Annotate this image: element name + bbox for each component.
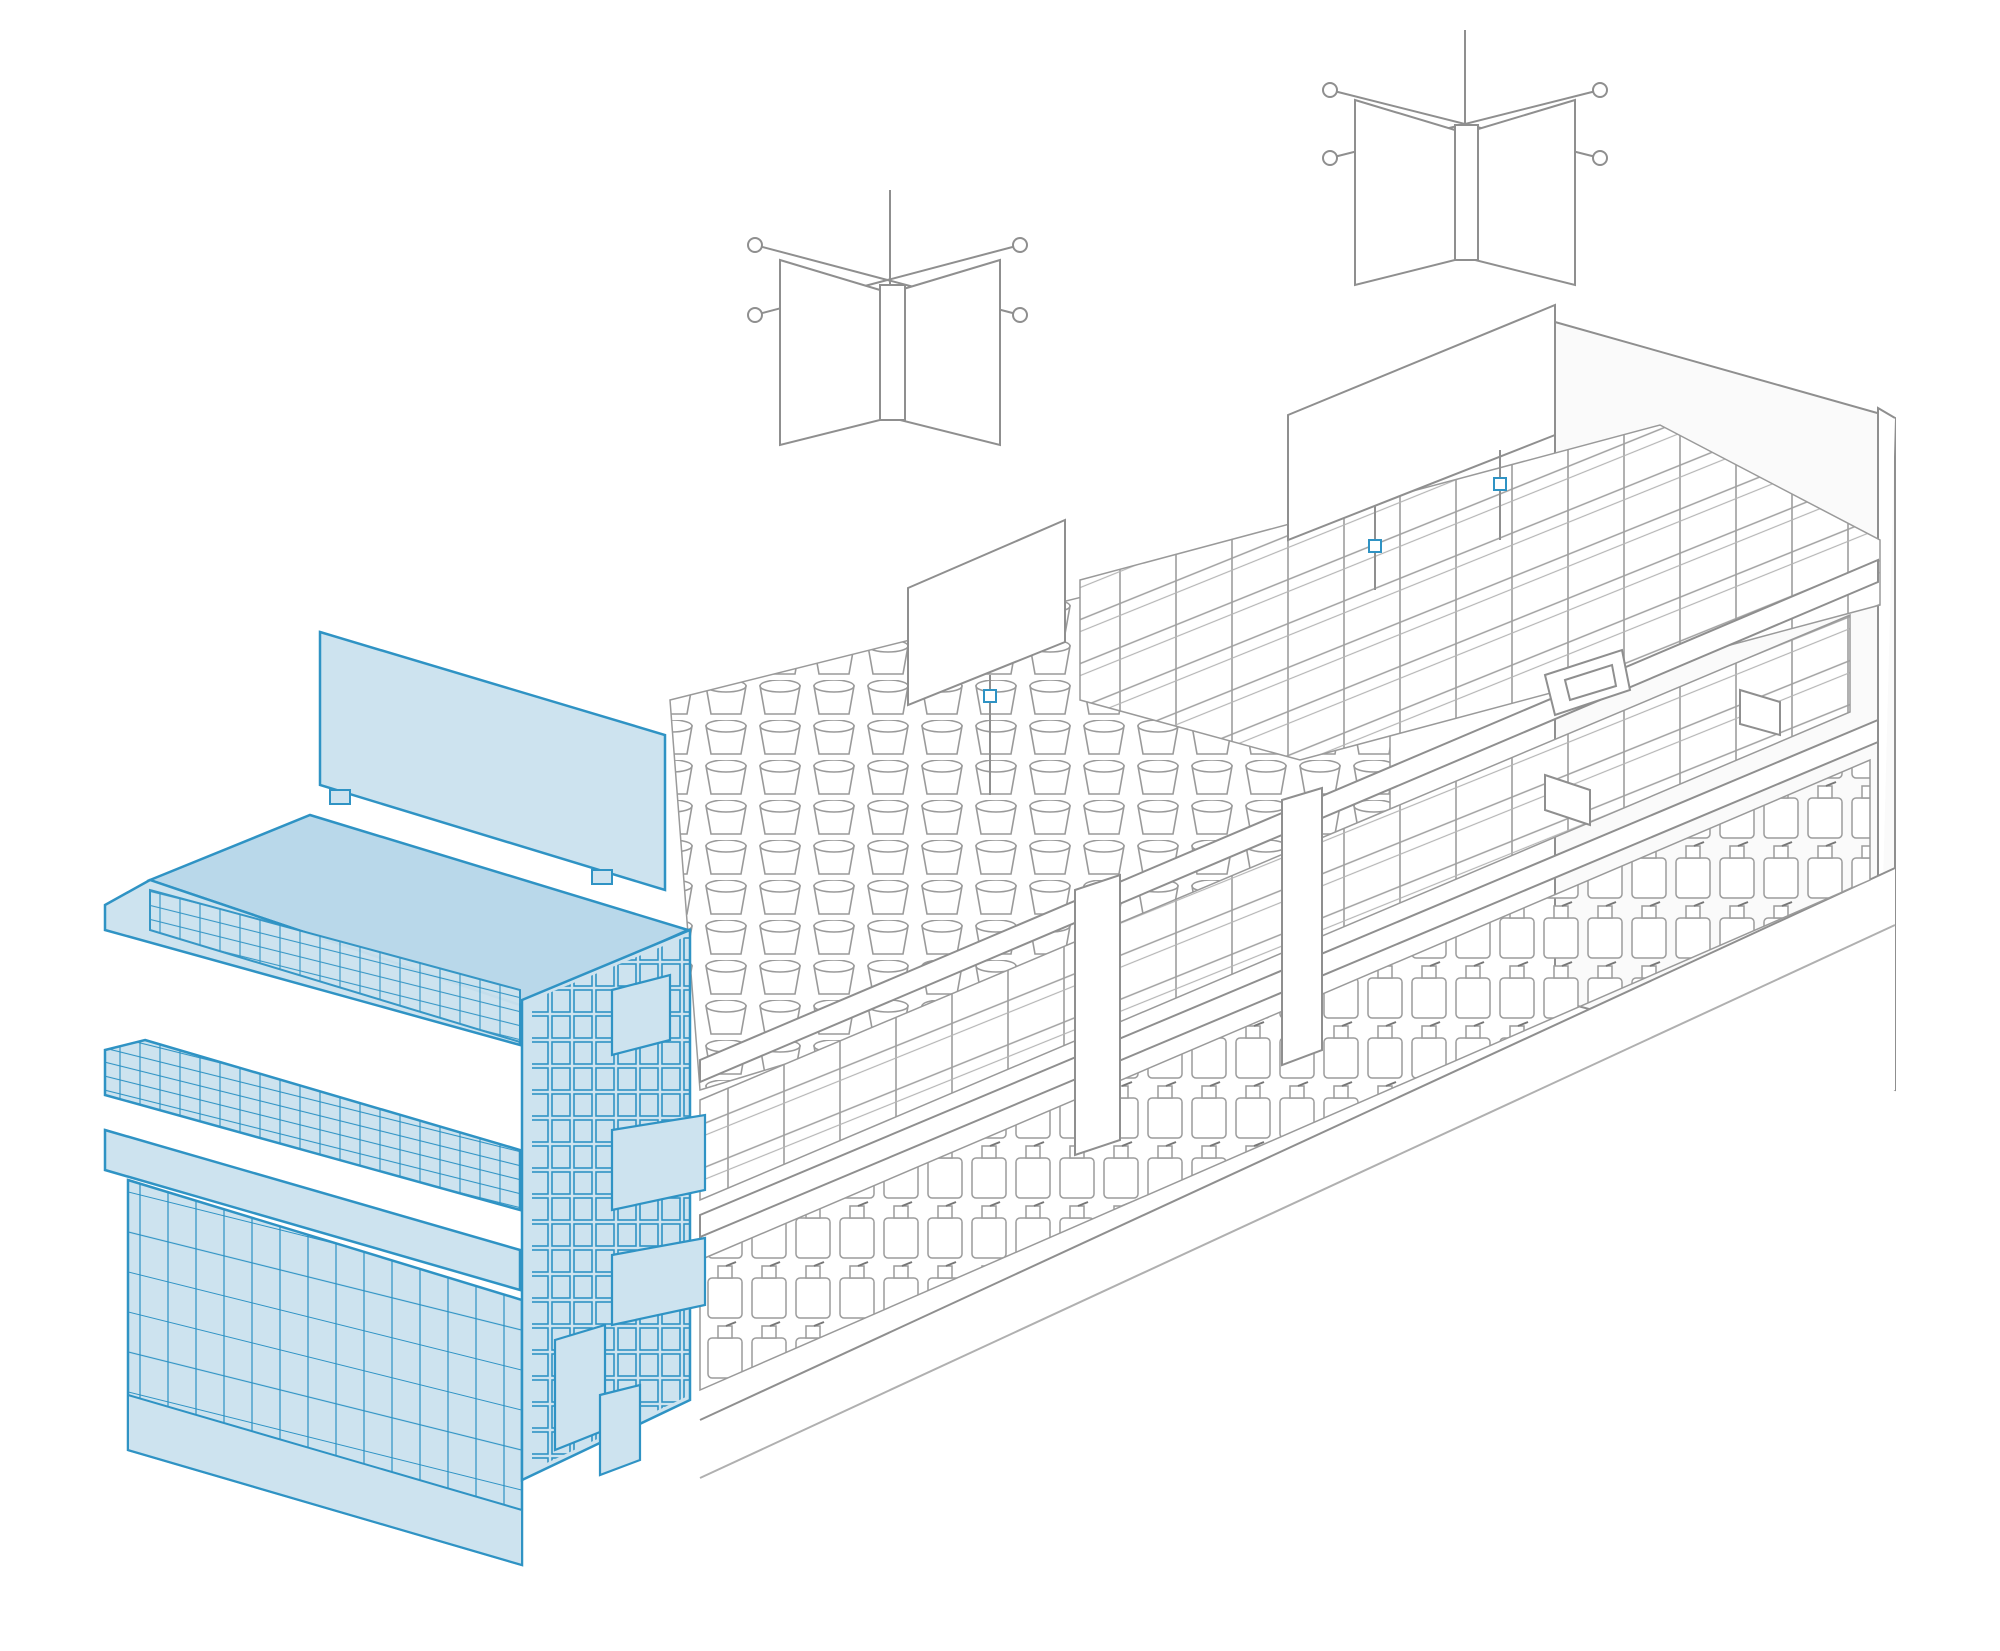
shelf-sign-right xyxy=(1287,303,1556,590)
endcap-display xyxy=(103,630,707,1567)
wire-hook-icon xyxy=(329,789,613,885)
endcap-tray-lower xyxy=(103,1038,522,1212)
shelf-dividers xyxy=(1074,688,1781,1157)
endcap-header-sign xyxy=(318,630,667,892)
bottom-shelf-jugs xyxy=(699,758,1871,1392)
hanging-sign-left xyxy=(747,190,1028,447)
shelf-sign-left xyxy=(907,518,1066,795)
top-shelf-boxes xyxy=(1079,424,1881,761)
endcap-side-bins xyxy=(553,973,707,1477)
digital-price-tag-icon xyxy=(1543,648,1632,717)
hanging-sign-right xyxy=(1322,30,1608,287)
